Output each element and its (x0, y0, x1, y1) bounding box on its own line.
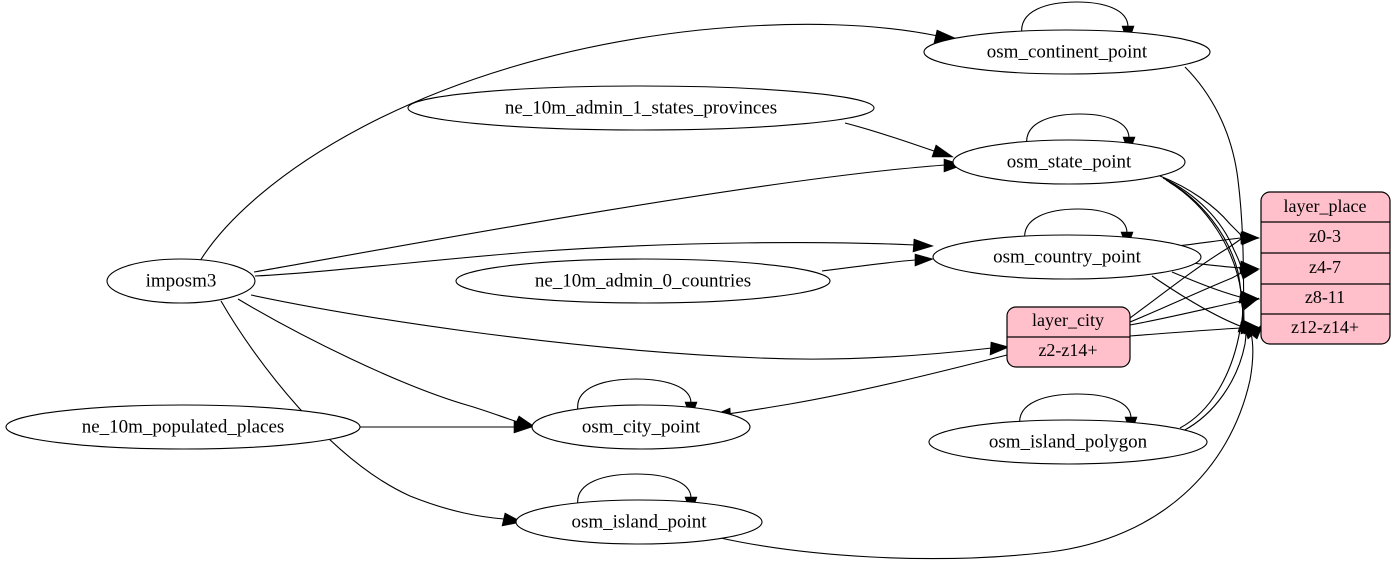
node-label-imposm3: imposm3 (146, 270, 217, 291)
edge-osm-island-polygon-to-layer-place-z8 (1179, 297, 1260, 429)
node-osm-continent-point[interactable]: osm_continent_point (923, 29, 1211, 75)
node-ne-10m-populated-places[interactable]: ne_10m_populated_places (5, 404, 361, 450)
edge-layer-city-to-layer-place-z0 (1129, 233, 1259, 319)
edge-imposm3-to-osm-continent-point (199, 23, 956, 262)
node-osm-state-point[interactable]: osm_state_point (952, 139, 1186, 185)
layer-place-row-z12-z14[interactable]: z12-z14+ (1291, 317, 1359, 337)
layer-place-row-z4-7[interactable]: z4-7 (1309, 257, 1341, 277)
layer-city-row-z2-z14[interactable]: z2-z14+ (1038, 340, 1097, 360)
edge-layer-city-to-layer-place-z4 (1129, 266, 1259, 323)
node-osm-island-polygon[interactable]: osm_island_polygon (928, 419, 1208, 465)
edge-layer (199, 1, 1265, 560)
node-label-osm-island-polygon: osm_island_polygon (989, 431, 1148, 452)
edge-imposm3-to-layer-city (250, 294, 1010, 360)
edge-imposm3-to-osm-state-point (253, 158, 964, 273)
node-label-osm-country-point: osm_country_point (993, 246, 1141, 267)
edge-ne-states-to-osm-state-point (844, 122, 954, 158)
node-label-ne-countries: ne_10m_admin_0_countries (535, 270, 751, 291)
node-layer-city[interactable]: layer_city z2-z14+ (1006, 306, 1131, 368)
layer-place-title: layer_place (1284, 196, 1367, 216)
node-layer: imposm3 ne_10m_admin_1_states_provinces … (5, 29, 1391, 545)
node-osm-city-point[interactable]: osm_city_point (531, 404, 751, 450)
edge-imposm3-to-osm-city-point (237, 298, 536, 428)
node-ne-10m-admin-0-countries[interactable]: ne_10m_admin_0_countries (455, 258, 831, 304)
node-label-osm-continent-point: osm_continent_point (987, 41, 1148, 62)
edge-ne-countries-to-osm-country-point (821, 253, 934, 272)
node-label-ne-states: ne_10m_admin_1_states_provinces (505, 97, 777, 118)
node-label-osm-state-point: osm_state_point (1007, 151, 1132, 172)
node-label-osm-city-point: osm_city_point (582, 416, 701, 437)
node-layer-place[interactable]: layer_place z0-3 z4-7 z8-11 z12-z14+ (1260, 191, 1391, 345)
node-ne-10m-admin-1-states-provinces[interactable]: ne_10m_admin_1_states_provinces (407, 85, 875, 131)
node-label-ne-places: ne_10m_populated_places (82, 416, 285, 437)
edge-layer-city-to-osm-city-point (708, 354, 1008, 421)
node-osm-country-point[interactable]: osm_country_point (932, 234, 1202, 280)
layer-place-row-z8-11[interactable]: z8-11 (1305, 287, 1345, 307)
node-imposm3[interactable]: imposm3 (106, 258, 256, 304)
edge-ne-places-to-osm-city-point (360, 420, 533, 434)
edge-osm-continent-point-to-layer-place-z12 (1184, 66, 1262, 335)
layer-place-row-z0-3[interactable]: z0-3 (1309, 226, 1341, 246)
node-label-osm-island-point: osm_island_point (571, 511, 707, 532)
layer-city-title: layer_city (1032, 310, 1104, 330)
node-osm-island-point[interactable]: osm_island_point (515, 499, 763, 545)
edge-imposm3-to-osm-country-point (254, 238, 934, 277)
edge-osm-island-polygon-to-layer-place-z12 (1182, 326, 1262, 432)
